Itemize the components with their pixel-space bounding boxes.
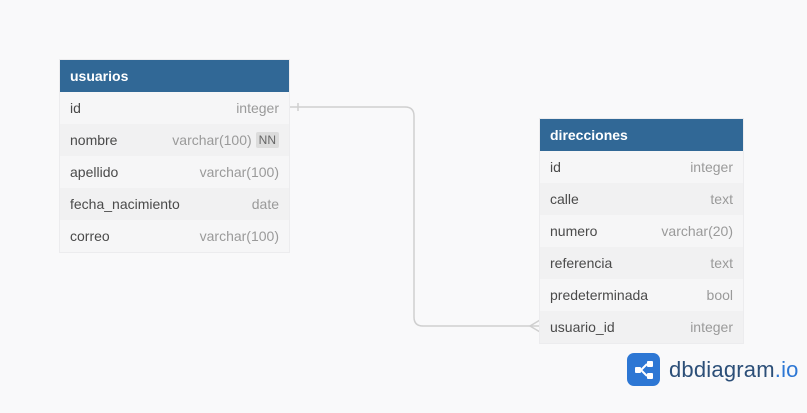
brand-tld: .io: [774, 356, 799, 382]
column-name: numero: [550, 223, 598, 239]
column-type: varchar(100): [200, 228, 279, 244]
column-type: bool: [707, 287, 733, 303]
column-type-text: integer: [690, 319, 733, 335]
column-name: nombre: [70, 132, 118, 148]
table-row[interactable]: nombre varchar(100) NN: [60, 124, 289, 156]
column-type-text: text: [710, 255, 733, 271]
many-cardinality-marker: [528, 319, 541, 333]
table-row[interactable]: referencia text: [540, 247, 743, 279]
column-name: id: [70, 100, 81, 116]
brand-wordmark: dbdiagram.io: [669, 357, 799, 383]
table-row[interactable]: apellido varchar(100): [60, 156, 289, 188]
column-name: fecha_nacimiento: [70, 196, 180, 212]
table-header[interactable]: usuarios: [60, 60, 289, 92]
column-type-text: text: [710, 191, 733, 207]
column-type: varchar(100): [200, 164, 279, 180]
column-name: apellido: [70, 164, 119, 180]
column-name: predeterminada: [550, 287, 649, 303]
column-type-text: integer: [236, 100, 279, 116]
column-type-text: bool: [706, 287, 733, 303]
column-type: integer: [690, 159, 733, 175]
column-type: text: [710, 255, 733, 271]
column-type-text: date: [251, 196, 279, 212]
column-name: usuario_id: [550, 319, 615, 335]
table-row[interactable]: usuario_id integer: [540, 311, 743, 343]
dbdiagram-brand[interactable]: dbdiagram.io: [627, 353, 799, 386]
table-row[interactable]: numero varchar(20): [540, 215, 743, 247]
column-type-text: varchar(100): [199, 164, 279, 180]
column-name: calle: [550, 191, 579, 207]
brand-name: dbdiagram: [669, 356, 775, 382]
table-row[interactable]: fecha_nacimiento date: [60, 188, 289, 220]
column-type: integer: [690, 319, 733, 335]
table-direcciones[interactable]: direcciones id integer calle text numero…: [540, 119, 743, 343]
column-name: correo: [70, 228, 110, 244]
column-type: integer: [236, 100, 279, 116]
not-null-badge: NN: [255, 132, 279, 148]
column-type-text: varchar(100): [172, 132, 252, 148]
table-row[interactable]: predeterminada bool: [540, 279, 743, 311]
column-type: date: [252, 196, 279, 212]
table-row[interactable]: id integer: [540, 151, 743, 183]
column-type: text: [710, 191, 733, 207]
share-nodes-icon: [627, 353, 660, 386]
column-name: referencia: [550, 255, 613, 271]
table-usuarios[interactable]: usuarios id integer nombre varchar(100) …: [60, 60, 289, 252]
column-type-text: varchar(20): [661, 223, 733, 239]
column-type: varchar(100) NN: [172, 132, 279, 148]
table-row[interactable]: calle text: [540, 183, 743, 215]
column-type-text: integer: [690, 159, 733, 175]
table-row[interactable]: id integer: [60, 92, 289, 124]
table-row[interactable]: correo varchar(100): [60, 220, 289, 252]
table-header[interactable]: direcciones: [540, 119, 743, 151]
column-type: varchar(20): [661, 223, 733, 239]
column-type-text: varchar(100): [199, 228, 279, 244]
column-name: id: [550, 159, 561, 175]
